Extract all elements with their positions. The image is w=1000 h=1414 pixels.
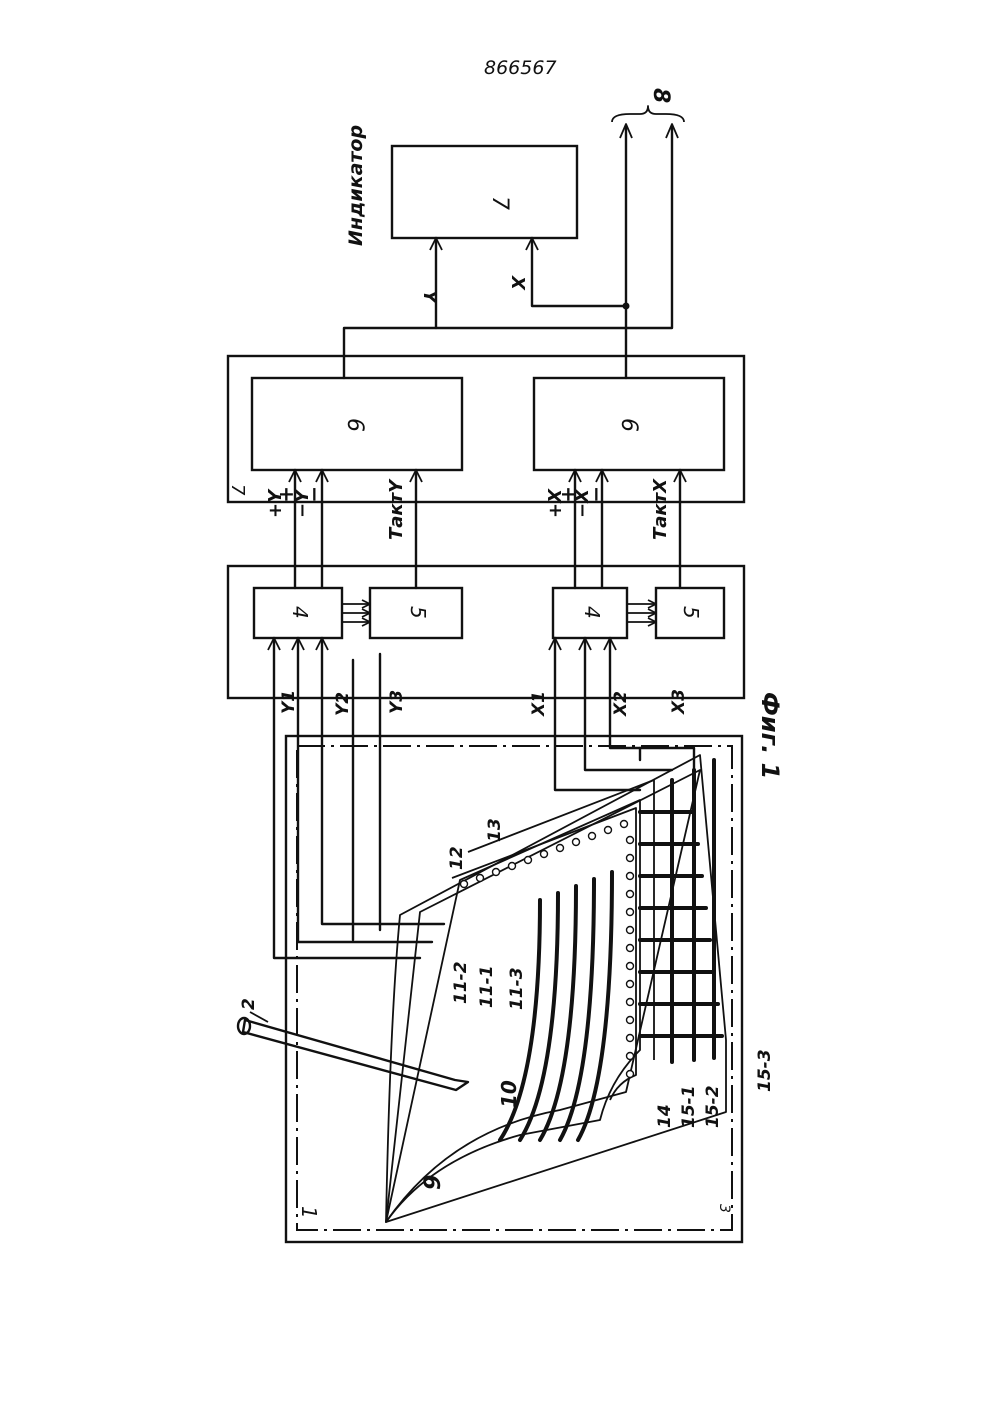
- clock-y-number: 5: [406, 606, 430, 619]
- counter-group-number: 7: [227, 484, 248, 496]
- layer-14-label: 14: [655, 1104, 675, 1128]
- frame-number: 3: [716, 1204, 732, 1213]
- indicator-number: 7: [487, 196, 512, 210]
- indicator-block: [392, 146, 577, 238]
- input-x1-label: X1: [529, 691, 549, 717]
- sheet-10-label: 10: [497, 1080, 521, 1108]
- line-15-3-label: 15-3: [755, 1049, 775, 1092]
- comparator-x-number: 4: [580, 606, 604, 619]
- indicator-title: Индикатор: [345, 125, 367, 246]
- out-y-label: Y: [419, 290, 440, 305]
- plus-x-label: +X: [545, 488, 566, 518]
- input-x3-label: X3: [669, 689, 689, 715]
- clock-x-number: 5: [679, 606, 703, 619]
- plus-y-label: +Y: [265, 488, 286, 518]
- line-11-2-label: 11-2: [451, 961, 471, 1004]
- input-y3-label: Y3: [387, 690, 407, 714]
- bus-label: 8: [648, 88, 673, 103]
- minus-y-label: −Y: [292, 488, 313, 518]
- patent-number: 866567: [484, 57, 557, 79]
- counter-x-number: 6: [616, 418, 641, 432]
- line-15-1-label: 15-1: [679, 1085, 699, 1128]
- comparator-y-number: 4: [288, 606, 312, 619]
- line-11-3-label: 11-3: [507, 967, 527, 1010]
- input-y1-label: Y1: [279, 690, 299, 714]
- clock-y-label: ТактY: [386, 478, 407, 540]
- layer-13-label: 13: [485, 818, 505, 842]
- out-x-label: X: [507, 275, 528, 291]
- stylus-number: 2: [239, 998, 259, 1010]
- line-15-2-label: 15-2: [703, 1085, 723, 1128]
- counter-y-number: 6: [342, 418, 367, 432]
- figure-caption: Фиг. 1: [756, 692, 784, 779]
- minus-x-label: −X: [572, 488, 593, 518]
- clock-x-label: ТактX: [650, 478, 671, 540]
- sheet-9-label: 9: [421, 1175, 446, 1190]
- tablet-number: 1: [297, 1206, 321, 1219]
- input-y2-label: Y2: [333, 692, 353, 716]
- layer-12-label: 12: [447, 846, 467, 870]
- input-x2-label: X2: [611, 691, 631, 717]
- line-11-1-label: 11-1: [477, 965, 497, 1008]
